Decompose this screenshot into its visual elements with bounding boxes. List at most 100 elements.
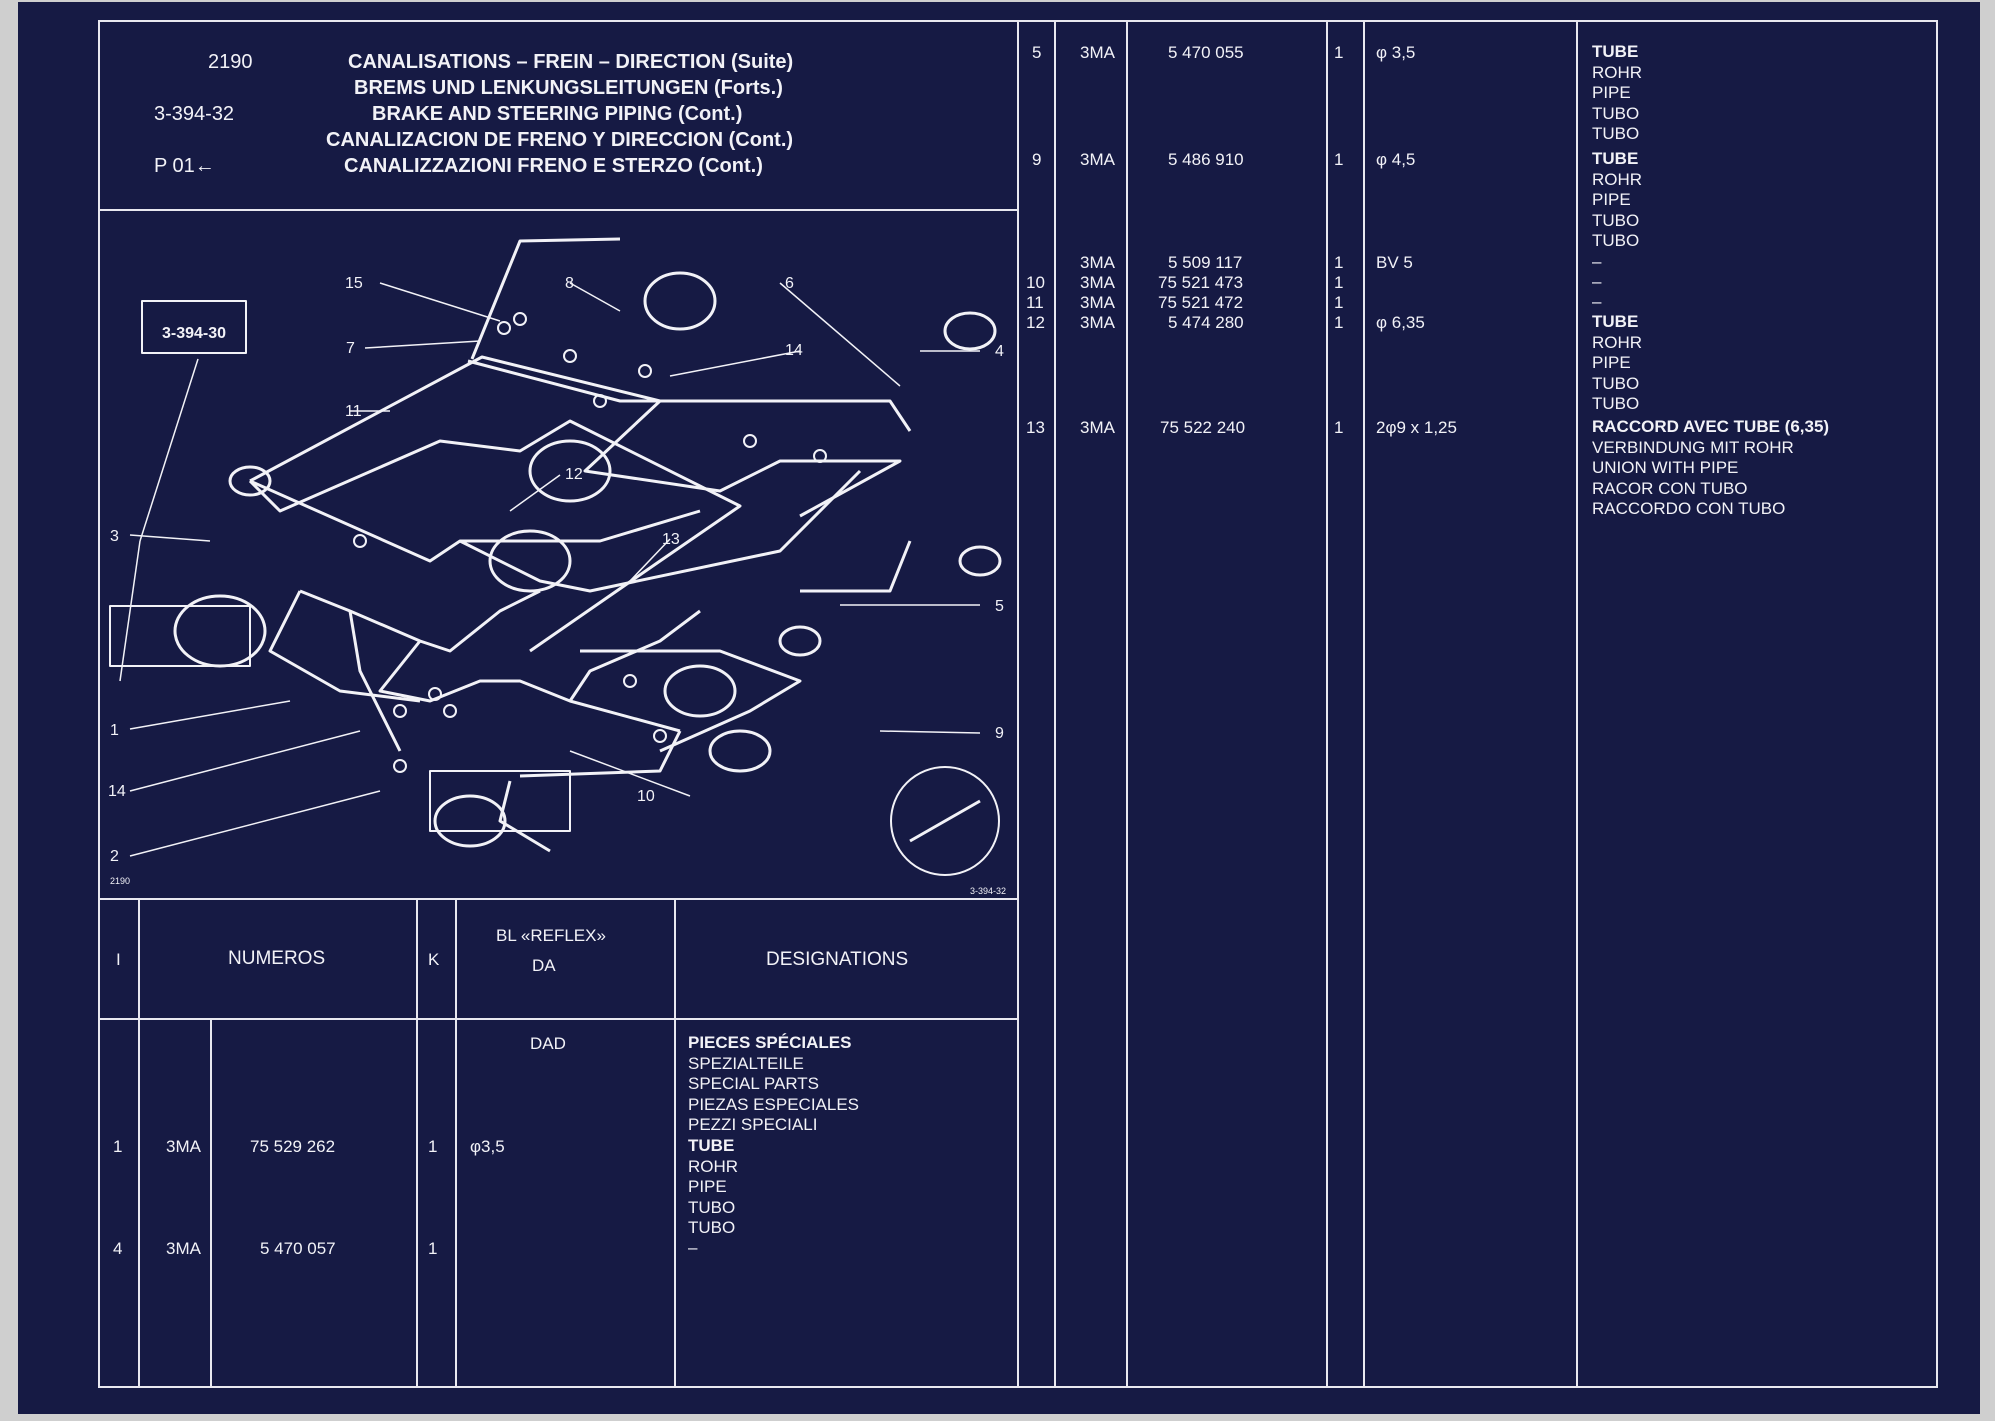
row-part-number: 5 509 117 bbox=[1168, 253, 1243, 272]
designation-line: TUBO bbox=[1592, 373, 1640, 393]
row-index: 11 bbox=[1026, 293, 1044, 312]
row-qty: 1 bbox=[428, 1137, 438, 1156]
designation-line: – bbox=[688, 1238, 698, 1257]
callout: 12 bbox=[565, 466, 583, 483]
row-spec: φ 4,5 bbox=[1376, 150, 1416, 169]
row-type: 3MA bbox=[1080, 418, 1115, 437]
designation-line: TUBO bbox=[1592, 124, 1640, 143]
brake-piping-diagram: 3-394-30 15 8 6 7 14 4 11 12 3 13 5 1 9 … bbox=[108, 237, 1006, 896]
row-qty: 1 bbox=[1334, 43, 1344, 62]
designation-line: RACCORD AVEC TUBE (6,35) bbox=[1592, 417, 1830, 436]
callout: 1 bbox=[110, 722, 119, 739]
row-index: 10 bbox=[1026, 273, 1045, 292]
row-designation: RACCORD AVEC TUBE (6,35) VERBINDUNG MIT … bbox=[1592, 417, 1829, 520]
col-header-i: I bbox=[116, 950, 121, 969]
designation-line: ROHR bbox=[1592, 62, 1643, 82]
callout: 8 bbox=[565, 275, 574, 292]
callout: 14 bbox=[785, 342, 803, 359]
callout: 15 bbox=[345, 275, 363, 292]
row-index: 13 bbox=[1026, 418, 1045, 437]
row-qty: 1 bbox=[428, 1239, 438, 1258]
title-es: CANALIZACION DE FRENO Y DIRECCION (Cont.… bbox=[326, 129, 794, 151]
callout: 3 bbox=[110, 528, 119, 545]
col-header-designations: DESIGNATIONS bbox=[766, 949, 909, 970]
designation-line: – bbox=[1592, 252, 1602, 271]
title-en: BRAKE AND STEERING PIPING (Cont.) bbox=[372, 103, 743, 125]
callout: 9 bbox=[995, 725, 1004, 742]
callout: 6 bbox=[785, 275, 794, 292]
designation-line: TUBO bbox=[1592, 103, 1640, 123]
designation-line: TUBE bbox=[1592, 42, 1639, 61]
title-de: BREMS UND LENKUNGSLEITUNGEN (Forts.) bbox=[354, 77, 783, 99]
col-line bbox=[674, 898, 676, 1388]
row-qty: 1 bbox=[1334, 150, 1344, 169]
row-designation: – bbox=[688, 1238, 697, 1259]
callout: 11 bbox=[345, 403, 362, 420]
row-qty: 1 bbox=[1334, 253, 1344, 272]
section-code: 2190 bbox=[208, 51, 253, 73]
row-part-number: 5 470 057 bbox=[260, 1239, 336, 1258]
row-type: 3MA bbox=[1080, 253, 1115, 272]
row-designation: TUBE ROHR PIPE TUBO TUBO bbox=[1592, 149, 1642, 252]
left-block-divider bbox=[1017, 20, 1019, 1388]
row-designation: TUBE ROHR PIPE TUBO TUBO bbox=[1592, 312, 1642, 415]
designation-line: TUBE bbox=[1592, 149, 1639, 168]
col-line bbox=[210, 1018, 212, 1388]
col-line bbox=[455, 898, 457, 1388]
designation-line: TUBO bbox=[688, 1218, 736, 1237]
diagram-corner-ref: 3-394-32 bbox=[970, 886, 1006, 896]
callout: 10 bbox=[637, 788, 655, 805]
designation-line: TUBO bbox=[1592, 210, 1640, 230]
table-header-divider bbox=[98, 1018, 1018, 1020]
designation-line: PIPE bbox=[1592, 353, 1631, 372]
col-header-bl: BL «REFLEX» bbox=[496, 926, 606, 945]
row-spec: φ 3,5 bbox=[1376, 43, 1416, 62]
designation-line: TUBO bbox=[1592, 231, 1640, 250]
row-part-number: 5 470 055 bbox=[1168, 43, 1244, 62]
designation-line: ROHR bbox=[1592, 332, 1643, 352]
callout: 4 bbox=[995, 343, 1004, 360]
col-line bbox=[416, 898, 418, 1388]
designation-line: VERBINDUNG MIT ROHR bbox=[1592, 437, 1794, 457]
row-designation: TUBE ROHR PIPE TUBO TUBO bbox=[1592, 42, 1642, 145]
col-line bbox=[1326, 20, 1328, 1388]
col-line bbox=[1576, 20, 1578, 1388]
row-qty: 1 bbox=[1334, 418, 1344, 437]
row-part-number: 75 522 240 bbox=[1160, 418, 1246, 437]
section-da-code: DAD bbox=[530, 1034, 566, 1053]
designation-line: RACOR CON TUBO bbox=[1592, 478, 1748, 498]
row-type: 3MA bbox=[1080, 150, 1115, 169]
callout: 7 bbox=[346, 340, 355, 357]
designation-line: TUBE bbox=[1592, 312, 1639, 331]
row-index: 4 bbox=[113, 1239, 123, 1258]
col-header-da: DA bbox=[532, 956, 556, 975]
title-it: CANALIZZAZIONI FRENO E STERZO (Cont.) bbox=[344, 155, 763, 177]
title-fr: CANALISATIONS – FREIN – DIRECTION (Suite… bbox=[348, 51, 794, 73]
designation-line: PIPE bbox=[1592, 83, 1631, 102]
row-designation: – bbox=[1592, 292, 1601, 313]
row-designation: TUBE ROHR PIPE TUBO TUBO bbox=[688, 1136, 738, 1239]
designation-line: PIPE bbox=[688, 1177, 727, 1196]
diagram-bottom-divider bbox=[98, 898, 1018, 900]
col-line bbox=[1054, 20, 1056, 1388]
row-spec: BV 5 bbox=[1376, 253, 1413, 272]
designation-line: – bbox=[1592, 292, 1602, 311]
row-spec: φ3,5 bbox=[470, 1137, 505, 1156]
row-index: 12 bbox=[1026, 313, 1045, 332]
callout: 14 bbox=[108, 783, 126, 800]
page-ref: P 01← bbox=[154, 155, 215, 177]
row-index: 5 bbox=[1032, 43, 1042, 62]
section-title-line: PEZZI SPECIALI bbox=[688, 1115, 818, 1134]
designation-line: ROHR bbox=[688, 1156, 739, 1176]
section-title-line: PIECES SPÉCIALES bbox=[688, 1033, 852, 1052]
illustration-ref: 3-394-32 bbox=[154, 103, 235, 125]
section-title-line: PIEZAS ESPECIALES bbox=[688, 1094, 860, 1114]
row-index: 9 bbox=[1032, 150, 1042, 169]
row-designation: – bbox=[1592, 272, 1601, 293]
row-type: 3MA bbox=[1080, 313, 1115, 332]
row-type: 3MA bbox=[1080, 293, 1115, 312]
microfiche-sheet: 2190 3-394-32 P 01← CANALISATIONS – FREI… bbox=[18, 2, 1980, 1414]
special-parts-heading: PIECES SPÉCIALES SPEZIALTEILE SPECIAL PA… bbox=[688, 1033, 859, 1136]
row-qty: 1 bbox=[1334, 313, 1344, 332]
row-part-number: 75 529 262 bbox=[250, 1137, 336, 1156]
